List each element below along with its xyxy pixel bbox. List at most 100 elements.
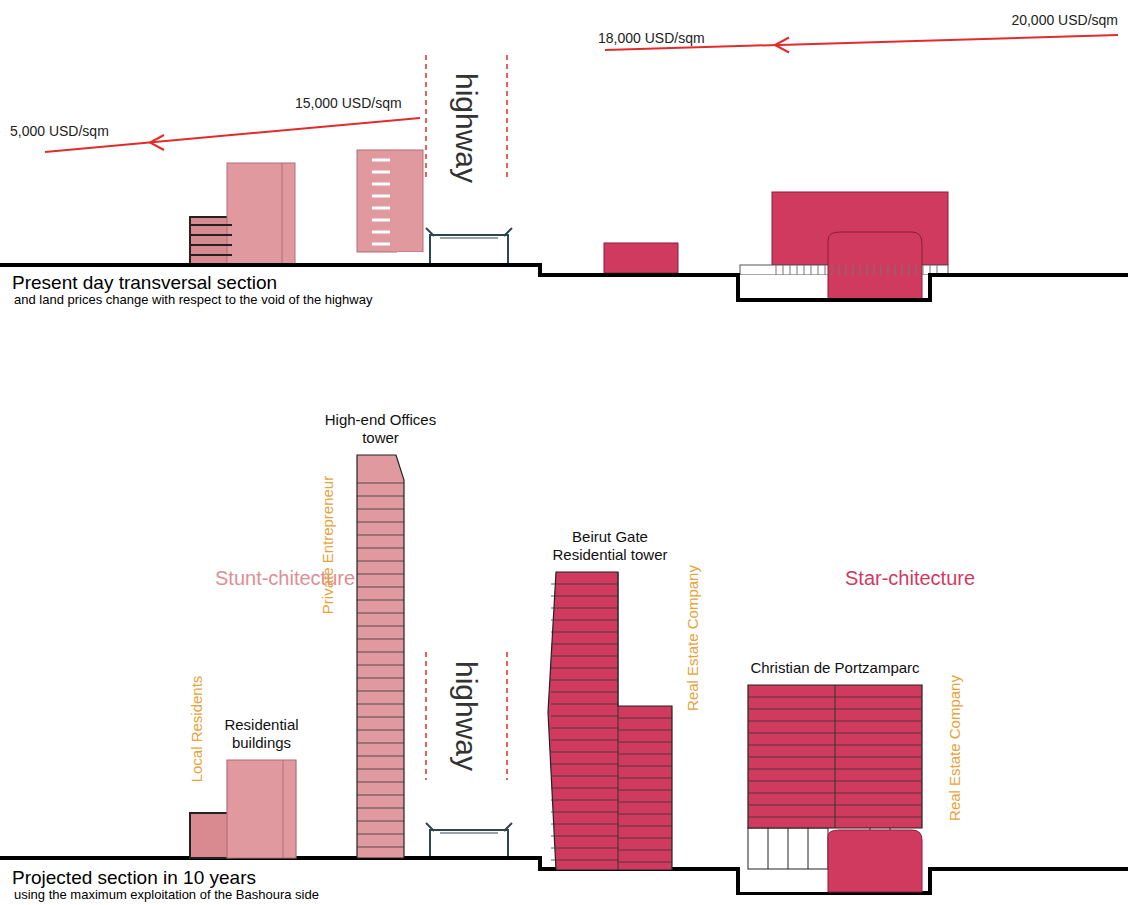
floor-line bbox=[551, 608, 618, 609]
actor-label: Real Estate Company bbox=[684, 565, 701, 711]
ground-line bbox=[0, 265, 1128, 893]
drawing-stroke bbox=[853, 265, 854, 275]
section-note: Star-chitecture bbox=[845, 567, 975, 590]
drawing-stroke bbox=[888, 265, 889, 275]
floor-line bbox=[357, 678, 404, 679]
highway-label: highway bbox=[449, 661, 484, 771]
actor-label: Private Entrepreneur bbox=[319, 476, 336, 614]
drawing-stroke bbox=[440, 238, 498, 239]
floor-line bbox=[551, 632, 618, 633]
drawing-stroke bbox=[923, 265, 924, 275]
highway-bounds bbox=[426, 55, 507, 780]
floor-line bbox=[618, 718, 672, 719]
floor-line bbox=[551, 824, 618, 825]
building-heading: Christian de Portzamparc bbox=[730, 659, 940, 677]
drawing-stroke bbox=[426, 228, 512, 236]
floor-line bbox=[618, 862, 672, 863]
floor-line bbox=[551, 776, 618, 777]
building-section: Christian de Portzamparc bbox=[748, 685, 922, 828]
floor-line bbox=[357, 665, 404, 666]
building-shape bbox=[748, 685, 922, 828]
building-heading-holder: High-end Offices tower bbox=[325, 411, 437, 447]
floor-line bbox=[551, 812, 618, 813]
drawing-stroke bbox=[846, 265, 847, 275]
drawing-stroke bbox=[881, 265, 882, 275]
drawing-stroke bbox=[916, 265, 917, 275]
floor-line bbox=[551, 764, 618, 765]
floor-line bbox=[357, 587, 404, 588]
drawing-stroke bbox=[828, 232, 922, 300]
floor-line bbox=[357, 769, 404, 770]
building-shape bbox=[227, 760, 296, 858]
floor-line bbox=[551, 596, 618, 597]
drawing-stroke bbox=[227, 163, 295, 265]
drawing-stroke bbox=[902, 265, 903, 275]
floor-line bbox=[357, 496, 404, 497]
drawing-stroke bbox=[372, 219, 390, 222]
building-heading: High-end Offices tower bbox=[325, 411, 437, 447]
drawing-stroke bbox=[190, 244, 232, 246]
floor-line bbox=[618, 814, 672, 815]
building-section: Beirut Gate Residential tower bbox=[548, 572, 672, 870]
drawing-stroke bbox=[372, 207, 390, 210]
floor-line bbox=[357, 574, 404, 575]
drawing-stroke bbox=[190, 224, 232, 226]
drawing-stroke bbox=[895, 265, 896, 275]
drawing-stroke bbox=[372, 171, 390, 174]
highway-bridge bbox=[426, 228, 512, 858]
building-outline bbox=[357, 455, 404, 858]
drawing-stroke bbox=[804, 265, 805, 275]
floor-line bbox=[551, 740, 618, 741]
floor-line bbox=[357, 548, 404, 549]
building-section: Residential buildings bbox=[227, 760, 296, 858]
floor-line bbox=[357, 509, 404, 510]
building-outline bbox=[548, 572, 672, 870]
floor-line bbox=[357, 652, 404, 653]
floor-line bbox=[357, 522, 404, 523]
drawing-stroke bbox=[740, 870, 828, 892]
drawing-stroke bbox=[828, 830, 922, 892]
section-note: and land prices change with respect to t… bbox=[14, 293, 372, 308]
floor-line bbox=[551, 704, 618, 705]
floor-line bbox=[551, 680, 618, 681]
drawing-stroke bbox=[811, 265, 812, 275]
building-heading: Residential buildings bbox=[212, 716, 312, 752]
floor-line bbox=[357, 561, 404, 562]
section-note: Present day transversal section bbox=[12, 272, 277, 294]
floor-line bbox=[551, 656, 618, 657]
drawing-stroke bbox=[282, 163, 283, 265]
building-divider bbox=[618, 572, 619, 870]
drawing-stroke bbox=[430, 235, 508, 265]
floor-line bbox=[357, 600, 404, 601]
drawing-stroke bbox=[604, 243, 678, 273]
floor-line bbox=[357, 613, 404, 614]
drawing-stroke bbox=[430, 830, 508, 858]
drawing-stroke bbox=[150, 135, 164, 150]
floor-line bbox=[618, 790, 672, 791]
drawing-stroke bbox=[768, 828, 769, 869]
drawing-stroke bbox=[426, 823, 512, 831]
floor-line bbox=[551, 620, 618, 621]
floor-line bbox=[357, 730, 404, 731]
floor-line bbox=[618, 850, 672, 851]
drawing-stroke bbox=[190, 217, 232, 265]
floor-line bbox=[618, 838, 672, 839]
price-arrows bbox=[45, 35, 1118, 152]
floor-line bbox=[357, 704, 404, 705]
actor-label: Local Residents bbox=[188, 676, 205, 783]
building-divider bbox=[835, 685, 836, 828]
building-divider bbox=[283, 760, 284, 858]
building-shape bbox=[357, 455, 404, 858]
floor-line bbox=[357, 743, 404, 744]
drawing-stroke bbox=[372, 183, 390, 186]
actor-label: Real Estate Company bbox=[946, 675, 963, 821]
section-note: 20,000 USD/sqm bbox=[1011, 12, 1118, 28]
floor-line bbox=[551, 836, 618, 837]
section-note: 15,000 USD/sqm bbox=[295, 95, 402, 111]
section-note: using the maximum exploitation of the Ba… bbox=[14, 888, 319, 903]
drawing-stroke bbox=[818, 265, 819, 275]
floor-line bbox=[618, 778, 672, 779]
drawing-stroke bbox=[790, 265, 791, 275]
floor-line bbox=[357, 795, 404, 796]
floor-line bbox=[357, 691, 404, 692]
